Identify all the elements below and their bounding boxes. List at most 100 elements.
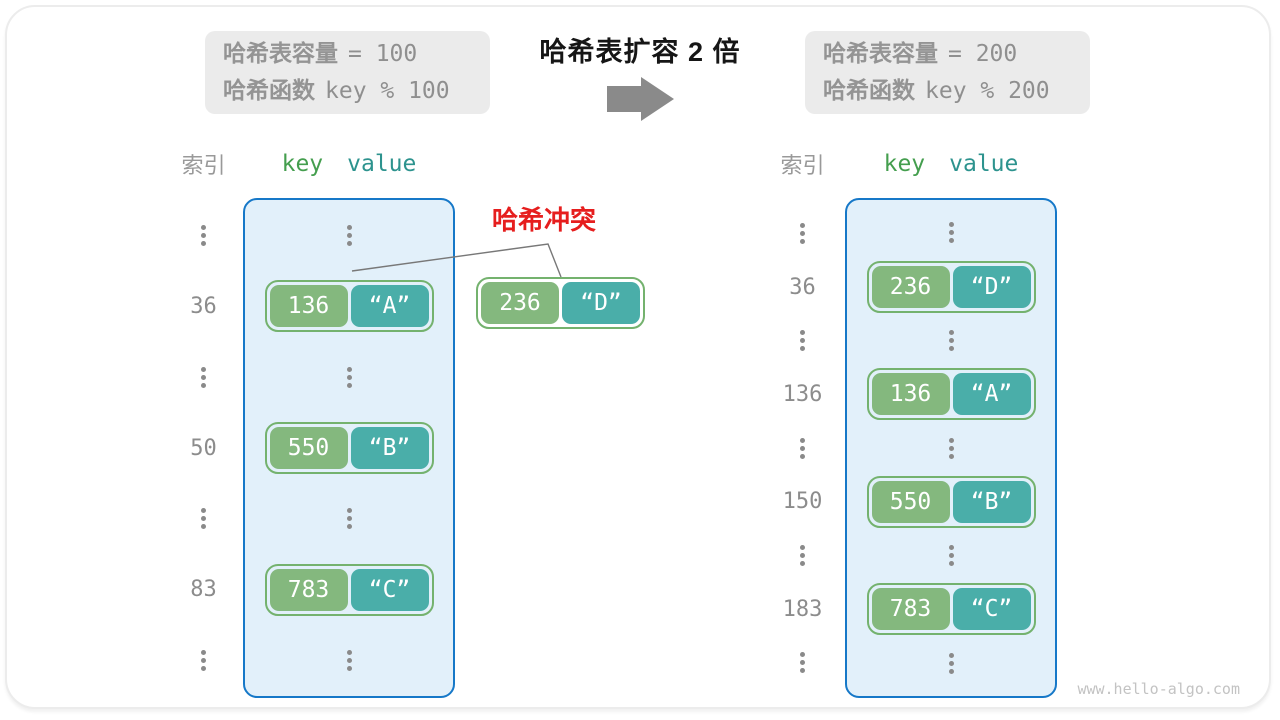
vertical-ellipsis-icon <box>346 508 352 530</box>
bucket-cell: 136 “A” <box>847 367 1055 421</box>
table-body: 36 50 83 136 “A” 550 <box>164 198 455 698</box>
index-column: 36 136 150 183 <box>760 198 845 698</box>
key-header: key <box>281 151 324 177</box>
vertical-ellipsis-icon <box>201 225 206 247</box>
figure-title: 哈希表扩容 2 倍 <box>539 37 741 67</box>
key-box: 550 <box>871 480 950 523</box>
colliding-pair: 236 “D” <box>476 277 645 329</box>
index-cell <box>760 636 845 690</box>
index-cell: 150 <box>782 489 823 515</box>
legend-line-capacity: 哈希表容量 = 200 <box>823 37 1090 71</box>
bucket-cell <box>847 206 1055 260</box>
value-header: value <box>949 151 1019 177</box>
index-cell: 83 <box>190 576 217 602</box>
collision-label: 哈希冲突 <box>492 205 597 235</box>
key-box: 136 <box>871 373 950 416</box>
bucket-cell <box>245 625 453 696</box>
key-value-pair: 783 “C” <box>264 563 434 616</box>
legend-hashfn-value: key % 100 <box>325 78 450 104</box>
key-box: 236 <box>481 282 559 324</box>
bucket-cell <box>847 636 1055 690</box>
bucket-cell <box>847 421 1055 475</box>
vertical-ellipsis-icon <box>346 224 352 246</box>
legend-capacity-label: 哈希表容量 <box>823 40 938 66</box>
key-value-pair: 136 “A” <box>866 368 1036 421</box>
index-cell: 183 <box>782 596 823 622</box>
vertical-ellipsis-icon <box>800 652 805 674</box>
bucket-cell: 783 “C” <box>245 554 453 625</box>
index-cell: 36 <box>190 294 217 320</box>
watermark: www.hello-algo.com <box>1077 680 1240 698</box>
index-cell: 50 <box>190 435 217 461</box>
bucket-cell: 236 “D” <box>847 260 1055 314</box>
value-box: “C” <box>350 568 429 611</box>
vertical-ellipsis-icon <box>800 330 805 352</box>
legend-capacity-before: 哈希表容量 = 100 哈希函数 key % 100 <box>205 31 490 114</box>
value-box: “B” <box>952 480 1031 523</box>
vertical-ellipsis-icon <box>948 329 954 351</box>
vertical-ellipsis-icon <box>948 437 954 459</box>
bucket-cell <box>245 342 453 413</box>
value-box: “D” <box>952 265 1031 308</box>
vertical-ellipsis-icon <box>346 650 352 672</box>
value-box: “A” <box>952 373 1031 416</box>
vertical-ellipsis-icon <box>948 545 954 567</box>
vertical-ellipsis-icon <box>948 652 954 674</box>
index-cell <box>164 625 243 696</box>
vertical-ellipsis-icon <box>201 649 206 671</box>
index-cell <box>760 207 845 261</box>
index-cell <box>164 201 243 272</box>
vertical-ellipsis-icon <box>800 437 805 459</box>
table-header: 索引 key value <box>760 150 1057 178</box>
key-value-pair: 783 “C” <box>866 583 1036 636</box>
vertical-ellipsis-icon <box>201 508 206 530</box>
index-column: 36 50 83 <box>164 198 243 698</box>
table-header: 索引 key value <box>164 150 455 178</box>
legend-hashfn-value: key % 200 <box>925 78 1050 104</box>
index-cell <box>164 483 243 554</box>
bucket-cell: 550 “B” <box>245 413 453 484</box>
hash-table-after: 索引 key value 36 136 150 183 <box>760 150 1057 698</box>
key-value-pair: 236 “D” <box>866 260 1036 313</box>
key-value-pair: 136 “A” <box>264 280 434 333</box>
vertical-ellipsis-icon <box>201 366 206 388</box>
value-header: value <box>347 151 417 177</box>
key-value-pair: 550 “B” <box>264 422 434 474</box>
key-value-pair: 550 “B” <box>866 475 1036 528</box>
legend-line-hashfn: 哈希函数 key % 200 <box>823 74 1090 108</box>
vertical-ellipsis-icon <box>948 222 954 244</box>
value-box: “D” <box>562 282 640 324</box>
expand-arrow-icon <box>607 77 674 121</box>
legend-line-capacity: 哈希表容量 = 100 <box>223 37 490 71</box>
vertical-ellipsis-icon <box>346 366 352 388</box>
key-header: key <box>883 151 926 177</box>
bucket-cell: 783 “C” <box>847 582 1055 636</box>
key-box: 783 <box>269 568 348 611</box>
value-box: “C” <box>952 588 1031 631</box>
keyvalue-column-header: key value <box>845 151 1057 177</box>
legend-hashfn-label: 哈希函数 <box>823 77 915 103</box>
index-cell <box>164 342 243 413</box>
index-column-header: 索引 <box>181 153 226 178</box>
bucket-array: 136 “A” 550 “B” 783 “C” <box>243 198 455 698</box>
key-box: 550 <box>269 427 348 469</box>
legend-capacity-value: = 100 <box>348 41 418 67</box>
arrow-head <box>641 77 674 121</box>
key-value-pair: 236 “D” <box>476 277 645 329</box>
hash-table-before: 索引 key value 36 50 83 136 <box>164 150 455 698</box>
legend-line-hashfn: 哈希函数 key % 100 <box>223 74 490 108</box>
index-column-header: 索引 <box>780 153 825 178</box>
legend-capacity-label: 哈希表容量 <box>223 40 338 66</box>
value-box: “B” <box>350 427 429 469</box>
vertical-ellipsis-icon <box>800 544 805 566</box>
bucket-array: 236 “D” 136 “A” 550 “B” <box>845 198 1057 698</box>
vertical-ellipsis-icon <box>800 222 805 244</box>
value-box: “A” <box>350 285 429 328</box>
bucket-cell: 136 “A” <box>245 271 453 342</box>
table-body: 36 136 150 183 236 “D” <box>760 198 1057 698</box>
index-cell: 36 <box>789 274 816 300</box>
bucket-cell <box>245 483 453 554</box>
legend-capacity-value: = 200 <box>948 41 1018 67</box>
index-cell <box>760 529 845 583</box>
